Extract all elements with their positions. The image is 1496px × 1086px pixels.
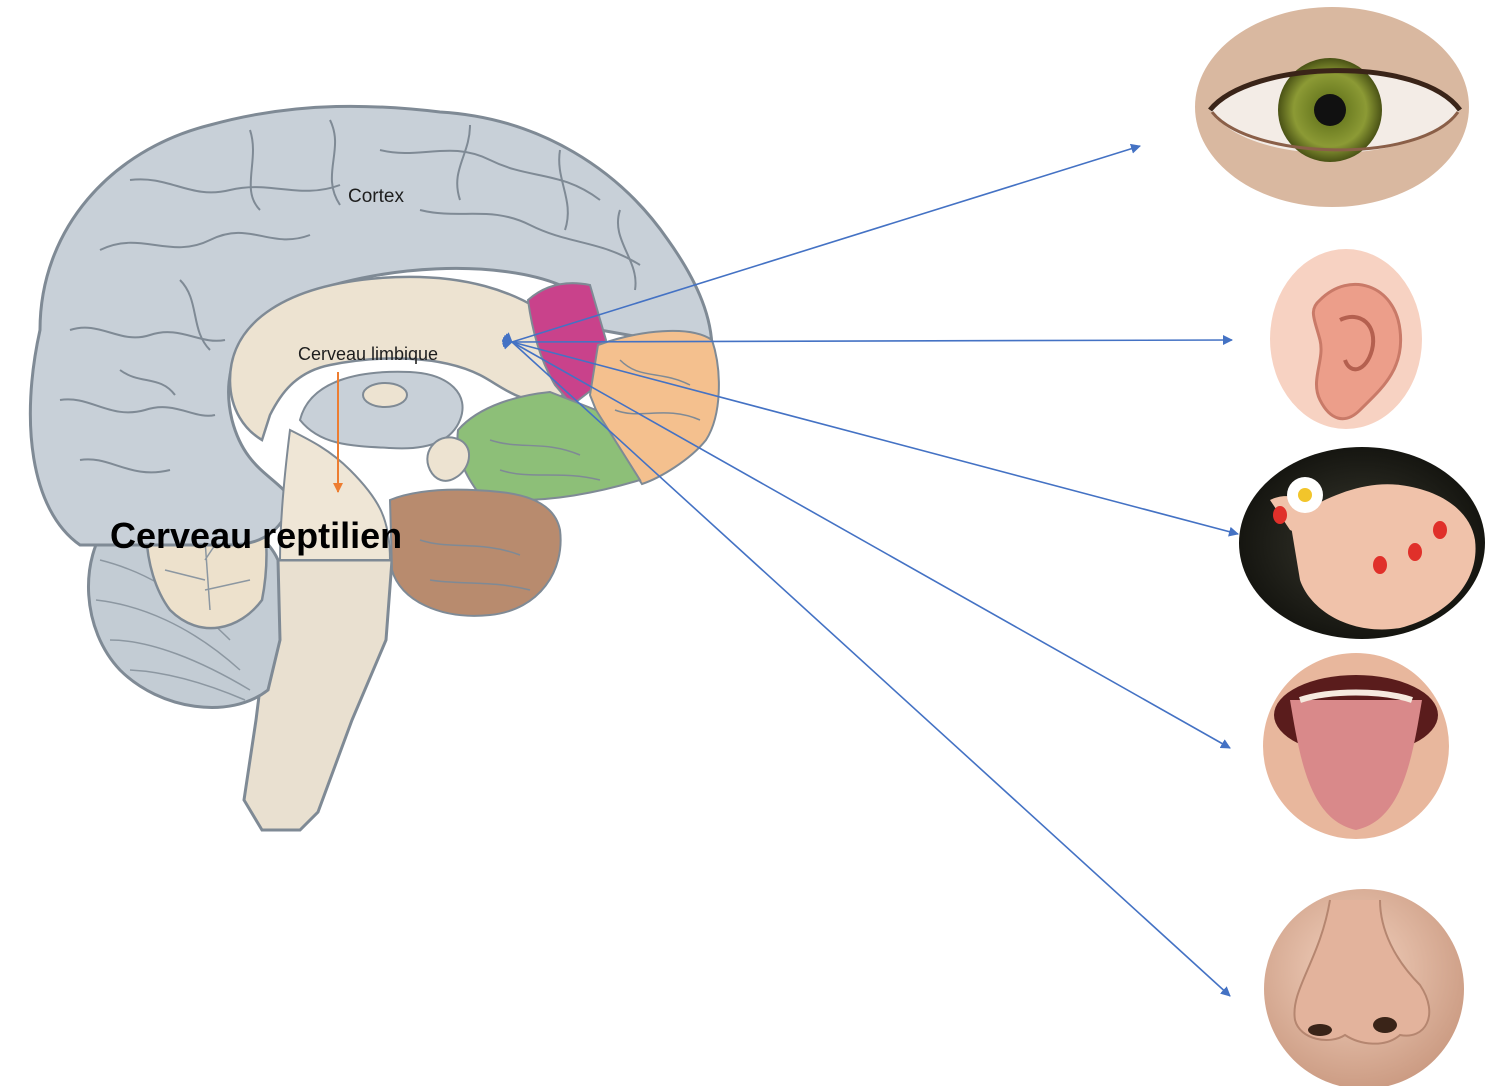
- region-brown: [390, 490, 561, 616]
- ear-icon: [1270, 249, 1422, 429]
- tongue-icon: [1263, 653, 1449, 839]
- brain-illustration: [30, 106, 719, 830]
- reptilian-label: Cerveau reptilien: [110, 515, 402, 556]
- hippocampus: [427, 437, 469, 480]
- eye-icon: [1195, 7, 1469, 207]
- thalamus-core: [363, 383, 407, 407]
- arrow-to-nose: [512, 342, 1230, 996]
- nose-icon: [1264, 889, 1464, 1086]
- cortex-label: Cortex: [348, 186, 404, 207]
- limbic-label: Cerveau limbique: [298, 344, 438, 364]
- arrow-to-tongue: [512, 342, 1230, 748]
- hand-touch-icon: [1239, 447, 1485, 639]
